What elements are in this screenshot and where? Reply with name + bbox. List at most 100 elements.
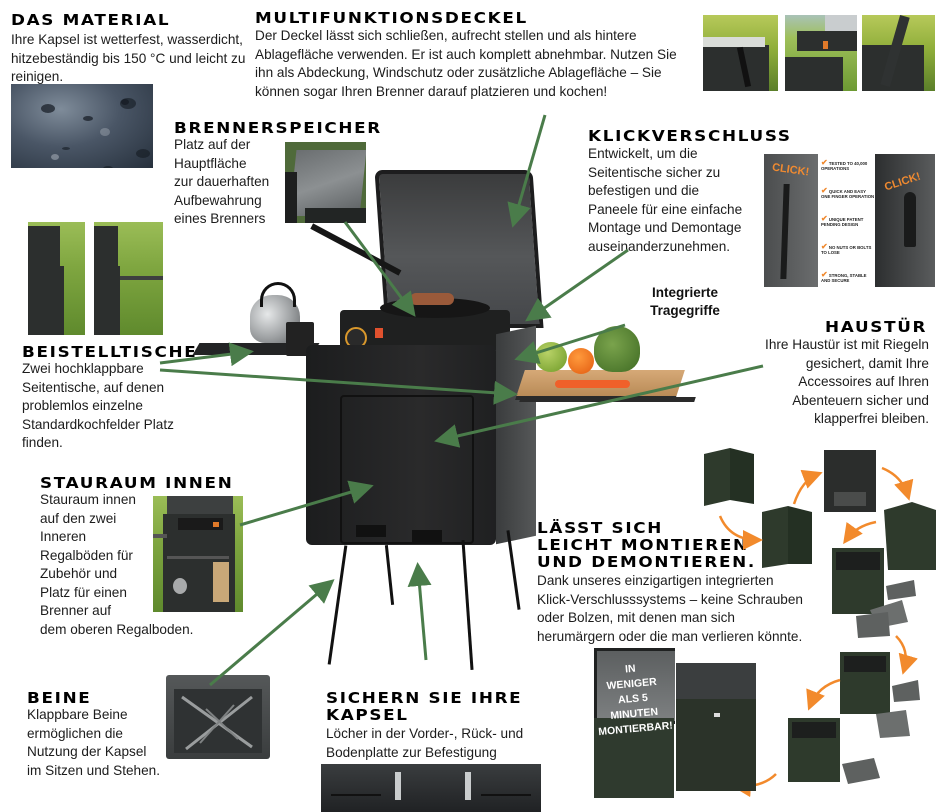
text-line: Dank unseres einzigartigen integrierten bbox=[537, 573, 774, 588]
text-line: Regalböden für bbox=[40, 547, 133, 563]
assembly-step-7 bbox=[788, 718, 880, 784]
secure-text: Löcher in der Vorder-, Rück- und Bodenpl… bbox=[326, 725, 556, 762]
text-line: Platz für einen bbox=[40, 584, 127, 600]
burner-label bbox=[375, 328, 383, 338]
arrow-icon bbox=[843, 520, 877, 545]
arrow-icon bbox=[881, 466, 914, 501]
kettle-handle bbox=[260, 282, 296, 307]
material-photo bbox=[11, 84, 153, 168]
folded-legs-photo bbox=[166, 675, 270, 759]
assembly-time-badge: IN WENIGER ALS 5 MINUTEN MONTIERBAR! bbox=[590, 659, 675, 741]
secure-heading: Sichern Sie Ihre Kapsel bbox=[326, 690, 522, 724]
arrow-icon bbox=[895, 635, 918, 675]
product-front-door bbox=[340, 395, 474, 544]
material-text: Ihre Kapsel ist wetterfest, wasserdicht,… bbox=[11, 32, 246, 84]
assembled-closed-photo bbox=[676, 663, 758, 793]
text-line: finden. bbox=[22, 435, 63, 450]
arrow-icon bbox=[806, 678, 841, 711]
lid-photo-2 bbox=[785, 15, 857, 91]
product-leg bbox=[327, 545, 348, 665]
feature-item: ✔ Unique patent pending design bbox=[821, 214, 864, 228]
broccoli bbox=[594, 326, 640, 372]
lid-text: Der Deckel lässt sich schließen, aufrech… bbox=[255, 28, 677, 99]
text-line: herumärgern oder die man verlieren könnt… bbox=[537, 628, 803, 644]
front-door-heading: Haustür bbox=[824, 318, 927, 336]
click-lock-text: Entwickelt, um die Seitentische sicher z… bbox=[588, 145, 768, 256]
text-line: Inneren bbox=[40, 529, 87, 544]
side-table-folded-photo bbox=[28, 222, 85, 335]
text-line: Montage und Demontage bbox=[588, 220, 742, 235]
front-door-text: Ihre Haustür ist mit Riegeln gesichert, … bbox=[729, 336, 929, 429]
text-line: Zubehör und bbox=[40, 566, 118, 581]
text-line: eines Brenners bbox=[174, 211, 266, 226]
text-line: problemlos einzelne bbox=[22, 398, 143, 413]
text-line: ermöglichen die bbox=[27, 725, 123, 741]
text-line: gesichert, damit Ihre bbox=[805, 355, 929, 371]
side-tables-heading: Beistelltische bbox=[22, 343, 198, 361]
feature-list: ✔ Tested to 40,000 operations ✔ Quick an… bbox=[818, 154, 875, 287]
burner-storage-heading: Brennerspeicher bbox=[174, 119, 382, 137]
side-tables-text: Zwei hochklappbare Seitentische, auf den… bbox=[22, 360, 197, 453]
text-line: Paneele für eine einfache bbox=[588, 201, 743, 217]
door-latch bbox=[356, 525, 386, 537]
text-line: Abenteuern sicher und bbox=[792, 392, 929, 408]
text-line: Aufbewahrung bbox=[174, 192, 262, 208]
material-heading: Das Material bbox=[11, 11, 171, 29]
text-line: Hauptfläche bbox=[174, 155, 247, 171]
product-leg bbox=[384, 545, 395, 605]
text-line: Tragegriffe bbox=[650, 303, 720, 318]
assembly-text: Dank unseres einzigartigen integrierten … bbox=[537, 572, 837, 646]
sausages bbox=[410, 293, 454, 305]
assembly-step-3 bbox=[824, 450, 876, 512]
carry-handles-label: Integrierte Tragegriffe bbox=[640, 284, 730, 320]
feature-item: ✔ Strong, stable and secure bbox=[821, 270, 867, 284]
assembly-step-5 bbox=[832, 548, 916, 638]
assembly-steps-graphic bbox=[704, 448, 936, 798]
interior-storage-photo bbox=[153, 496, 243, 612]
assembled-open-photo: IN WENIGER ALS 5 MINUTEN MONTIERBAR! bbox=[590, 648, 675, 798]
apple bbox=[535, 342, 567, 372]
text-line: Stauraum innen bbox=[40, 492, 136, 507]
assembly-step-6 bbox=[840, 652, 920, 738]
text-line: Seitentische, auf denen bbox=[22, 379, 165, 395]
heading-line: leicht montieren bbox=[537, 536, 749, 554]
text-line: Seitentische sicher zu bbox=[588, 164, 721, 180]
text-line: befestigen und die bbox=[588, 183, 700, 198]
text-line: Klick-Verschlusssystems – keine Schraube… bbox=[537, 591, 803, 607]
feature-item: ✔ Tested to 40,000 operations bbox=[821, 158, 868, 172]
interior-storage-text: Stauraum innen auf den zwei Inneren Rega… bbox=[40, 491, 230, 639]
heading-line: Sichern Sie Ihre bbox=[326, 689, 523, 707]
text-line: Nutzung der Kapsel bbox=[27, 744, 147, 759]
assembly-step-2 bbox=[762, 506, 812, 568]
text-line: Löcher in der Vorder-, Rück- und bbox=[326, 726, 524, 741]
check-icon: ✔ bbox=[821, 270, 828, 279]
text-line: im Sitzen und Stehen. bbox=[27, 762, 160, 778]
orange bbox=[568, 348, 594, 374]
legs-text: Klappbare Beine ermöglichen die Nutzung … bbox=[27, 706, 187, 780]
text-line: Entwickelt, um die bbox=[588, 146, 698, 161]
assembly-step-1 bbox=[704, 448, 754, 506]
assembly-step-4 bbox=[884, 502, 936, 570]
text-line: Ihre Haustür ist mit Riegeln bbox=[765, 337, 929, 352]
text-line: oder Bolzen, mit denen man sich bbox=[537, 610, 735, 625]
text-line: Brenner auf bbox=[40, 603, 112, 618]
heading-line: Kapsel bbox=[326, 706, 409, 724]
side-table-open-photo bbox=[94, 222, 163, 335]
text-line: Bodenplatte zur Befestigung bbox=[326, 744, 497, 760]
lid-heading: Multifunktionsdeckel bbox=[255, 9, 528, 27]
text-line: Zwei hochklappbare bbox=[22, 361, 144, 376]
crossed-legs-graphic bbox=[174, 689, 262, 753]
text-line: auseinanderzunehmen. bbox=[588, 238, 731, 254]
text-line: Klappbare Beine bbox=[27, 707, 128, 722]
mounting-holes-photo bbox=[321, 764, 541, 812]
arrow-icon bbox=[718, 515, 763, 550]
burner-storage-photo bbox=[285, 142, 366, 223]
heading-line: Lässt sich bbox=[537, 519, 663, 537]
lid-photo-3 bbox=[862, 15, 935, 91]
product-leg bbox=[506, 530, 521, 610]
assembly-heading: Lässt sich leicht montieren und demontie… bbox=[537, 520, 756, 571]
check-icon: ✔ bbox=[821, 186, 828, 195]
interior-storage-heading: Stauraum innen bbox=[40, 474, 234, 492]
click-lock-heading: Klickverschluss bbox=[588, 127, 792, 145]
